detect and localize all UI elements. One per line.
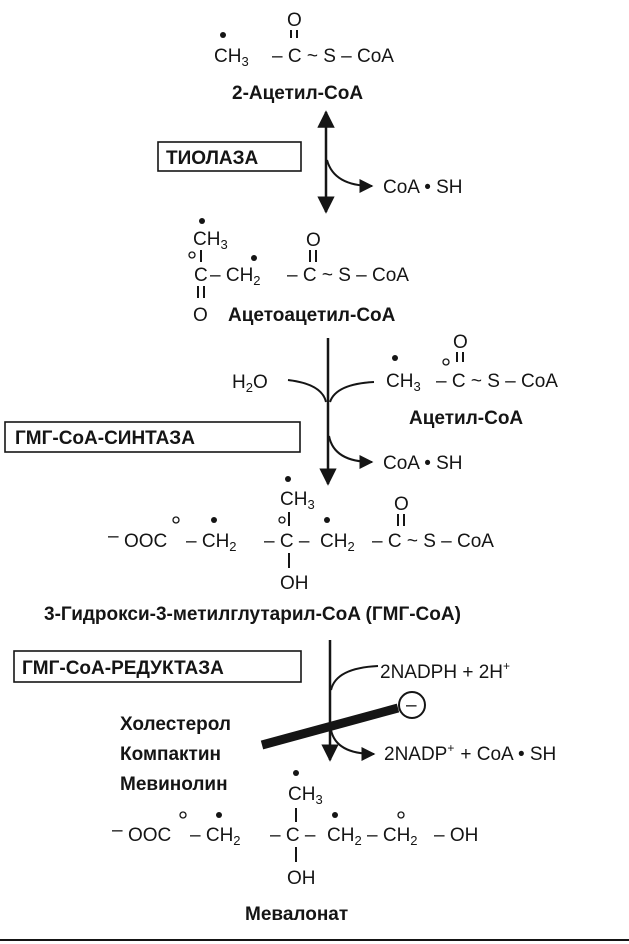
acetyl-coa-name: 2-Ацетил-CoA [232,83,363,104]
hmg-ooc: OOC [124,531,167,552]
hmg-ch3: CH3 [280,489,315,512]
reductase-enzyme: ГМГ-CoA-РЕДУКТАЗА [22,658,224,679]
h2o-label: H2O [232,372,268,395]
label-dot [293,770,299,776]
acetoacetyl-o-top: O [306,230,321,251]
acetoacetyl-ch3: CH3 [193,229,228,252]
thiolase-enzyme: ТИОЛАЗА [166,148,259,169]
acetoacetyl-coa-name: Ацетоацетил-CoA [228,305,396,326]
acetyl2-ch3: CH3 [386,371,421,394]
label-dot [211,517,217,523]
label-dot [285,476,291,482]
coash-label-2: CoA • SH [383,453,463,474]
thiolase-box [157,141,302,172]
mevalonate-name: Мевалонат [245,904,348,925]
label-dot [199,218,205,224]
mev-c: – C – [270,825,316,846]
acetyl2-chain: – C ~ S – CoA [436,371,558,392]
acetyl2-carbonyl-o: O [453,332,468,353]
hmg-minus: – [108,526,119,547]
hmg-tail: – C ~ S – CoA [372,531,494,552]
acetyl-chain: – C ~ S – CoA [272,46,394,67]
label-dot [216,812,222,818]
mev-ch2c: – CH2 [367,825,418,848]
hmg-o-top: O [394,494,409,515]
hmg-coa-structure: CH3 – OOC – CH2 – C – CH2 O – C ~ S – Co… [44,476,494,625]
acetyl2-name: Ацетил-CoA [409,408,523,429]
nadp-release-arrow [330,729,376,761]
label-dot [324,517,330,523]
coash-label: CoA • SH [383,177,463,198]
inhibition-minus: – [406,695,417,716]
acetyl-carbonyl-o: O [287,10,302,31]
hmg-ch2b: CH2 [320,531,355,554]
acetoacetyl-tail: – C ~ S – CoA [287,265,409,286]
inhibitor-mevinolin: Мевинолин [120,774,228,795]
acetoacetyl-coa-structure: CH3 C O – CH2 O – C ~ S – CoA Ацетоацети… [188,218,409,326]
hmg-ch2a: – CH2 [186,531,237,554]
acetoacetyl-ch2: – CH2 [210,265,261,288]
acetyl-entry-arrow [329,381,375,403]
mev-ch2b: CH2 [327,825,362,848]
synthase-box [4,421,301,453]
label-dot [220,32,226,38]
coash-release-arrow [326,159,374,193]
mev-ch3: CH3 [288,784,323,807]
inhibition-bar [260,703,400,750]
nadph-entry-arrow [330,665,379,691]
inhibition-sign [398,691,426,719]
coash-release-arrow-2 [328,435,374,469]
label-dot [332,812,338,818]
second-acetyl-coa-structure: CH3 O – C ~ S – CoA Ацетил-CoA [386,332,558,429]
reductase-box [13,650,302,683]
mev-ch2a: – CH2 [190,825,241,848]
mevalonate-structure: CH3 – OOC – CH2 – C – CH2 – CH2 – OH OH … [112,770,478,925]
h2o-entry-arrow [287,379,327,403]
inhibitor-compactin: Компактин [120,744,221,765]
mev-minus: – [112,820,123,841]
acetyl-ch3: CH3 [214,46,249,69]
label-ring [179,811,187,819]
inhibitor-cholesterol: Холестерол [120,714,231,735]
label-dot [251,255,257,261]
nadph-label: 2NADPH + 2H+ [380,659,510,683]
label-ring [188,251,196,259]
hmg-coa-name: 3-Гидрокси-3-метилглутарил-CoA (ГМГ-CoA) [44,604,461,625]
hmg-oh: OH [280,573,309,594]
mev-oh-tail: – OH [434,825,478,846]
mev-oh: OH [287,868,316,889]
hmg-c: – C – [264,531,310,552]
label-ring [397,811,405,819]
acetyl-coa-structure: CH3 O – C ~ S – CoA 2-Ацетил-CoA [214,10,394,104]
acetoacetyl-o-bottom: O [193,305,208,326]
label-dot [392,355,398,361]
label-ring [442,358,450,366]
acetoacetyl-c1: C [194,265,208,286]
nadp-label: 2NADP++ CoA • SH [384,741,556,765]
mev-ooc: OOC [128,825,171,846]
synthase-enzyme: ГМГ-CoA-СИНТАЗА [15,428,195,449]
label-ring [172,516,180,524]
label-ring [278,516,286,524]
